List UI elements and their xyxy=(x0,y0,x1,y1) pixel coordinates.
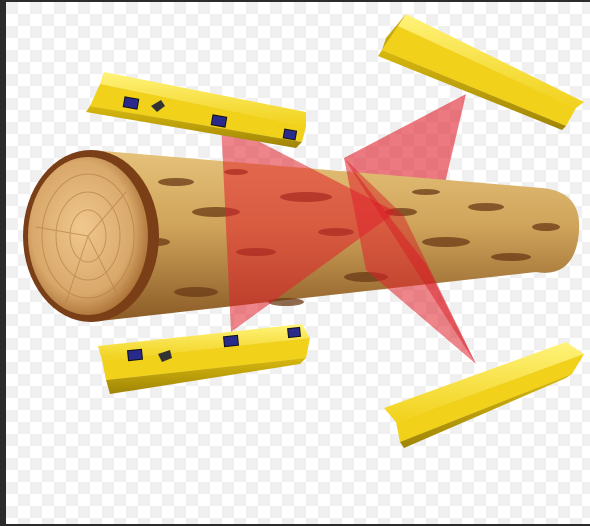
log-scanner-illustration xyxy=(6,2,590,524)
